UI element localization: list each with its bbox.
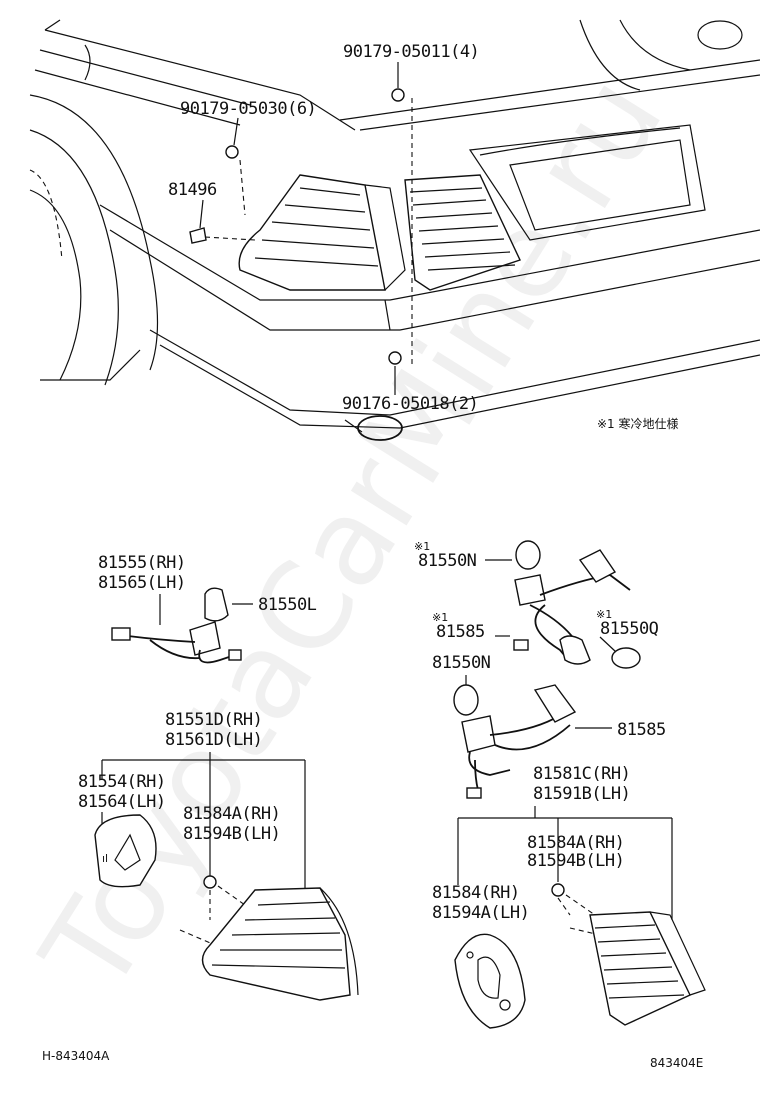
label-81550Q: 81550Q	[600, 619, 659, 639]
nut-90176-05018	[388, 351, 402, 365]
footer-left-code: H-843404A	[42, 1049, 110, 1063]
label-81594A: 81594A(LH)	[432, 903, 529, 923]
label-81581C: 81581C(RH)	[533, 764, 630, 784]
label-81585-a: 81585	[436, 622, 485, 642]
trunk-lamp-81581C-drawing	[454, 806, 706, 1029]
label-81565: 81565(LH)	[98, 573, 186, 593]
car-rear-body-drawing	[29, 19, 760, 441]
socket-wire-81585-cold-drawing	[485, 540, 641, 669]
label-81584A-a: 81584A(RH)	[183, 804, 280, 824]
label-81584A-b: 81584A(RH)	[527, 833, 624, 853]
label-81584: 81584(RH)	[432, 883, 520, 903]
label-81550N-a: 81550N	[418, 551, 477, 571]
lens-assembly-81551D-drawing: ıl	[94, 752, 359, 1001]
nut-81584A	[203, 875, 217, 889]
label-81594B-b: 81594B(LH)	[527, 851, 624, 871]
label-81551D: 81551D(RH)	[165, 710, 262, 730]
label-81591B: 81591B(LH)	[533, 784, 630, 804]
label-81555: 81555(RH)	[98, 553, 186, 573]
label-81585-b: 81585	[617, 720, 666, 740]
label-81594B-a: 81594B(LH)	[183, 824, 280, 844]
mark-81585-a: ※1	[432, 611, 448, 624]
note-cold-region-spec: ※1 寒冷地仕様	[597, 416, 679, 431]
mark-81550N-a: ※1	[414, 540, 430, 553]
label-90179-05030: 90179-05030(6)	[180, 99, 316, 119]
clip-81496	[189, 227, 207, 244]
mark-81550Q: ※1	[596, 608, 612, 621]
label-81550N-b: 81550N	[432, 653, 491, 673]
label-81561D: 81561D(LH)	[165, 730, 262, 750]
nut-90179-05030	[225, 145, 239, 159]
label-81554: 81554(RH)	[78, 772, 166, 792]
socket-wire-81585-drawing	[453, 675, 612, 799]
gasket-mark: ıl	[102, 852, 108, 865]
label-90179-05011: 90179-05011(4)	[343, 42, 479, 62]
nut-90179-05011	[391, 88, 405, 102]
label-81496: 81496	[168, 180, 217, 200]
label-81550L: 81550L	[258, 595, 317, 615]
nut-81584A-b	[551, 883, 565, 897]
footer-right-code: 843404E	[650, 1056, 703, 1070]
label-81564: 81564(LH)	[78, 792, 166, 812]
socket-wire-81555-drawing	[111, 587, 253, 664]
label-90176-05018: 90176-05018(2)	[342, 394, 478, 414]
